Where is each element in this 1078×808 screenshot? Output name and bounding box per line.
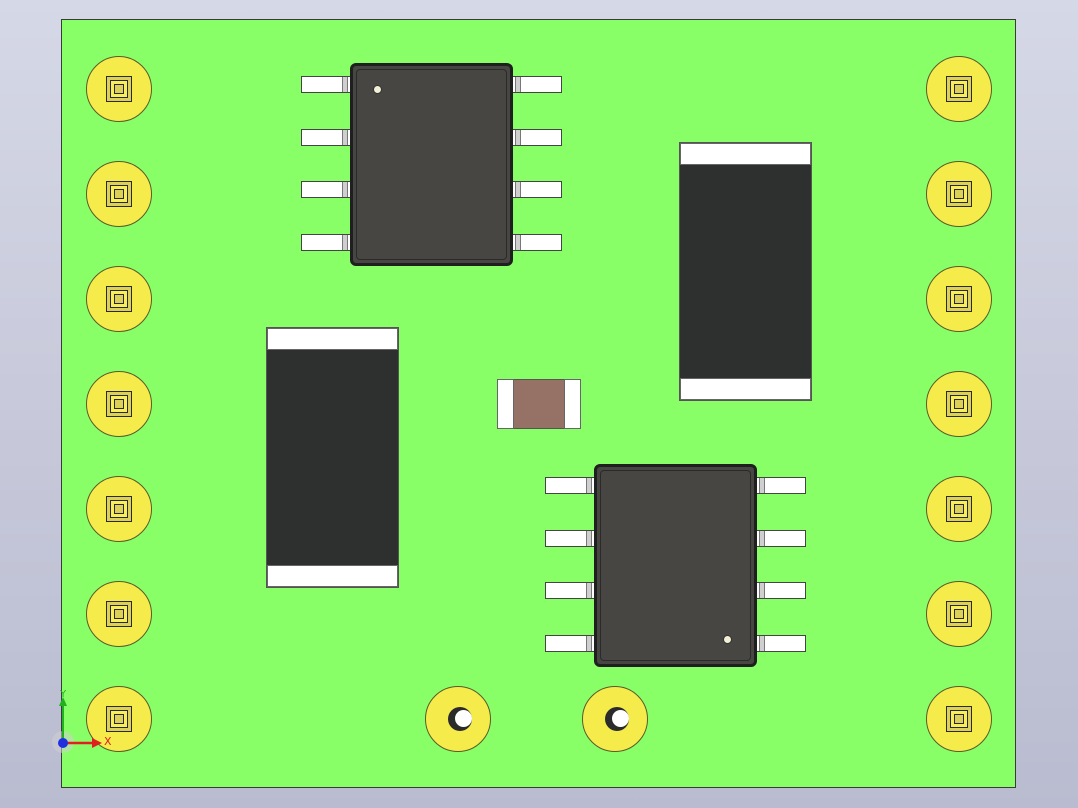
ic-lead	[545, 477, 597, 494]
pad-square	[106, 181, 132, 207]
smd-pad[interactable]	[86, 161, 152, 227]
ic-lead	[545, 530, 597, 547]
ic-lead	[754, 477, 806, 494]
ic-lead	[754, 530, 806, 547]
capacitor-terminal	[497, 379, 514, 429]
x-axis-label: X	[104, 735, 112, 748]
chip-resistor-left[interactable]	[266, 327, 399, 588]
view-triad: X Y	[52, 689, 112, 753]
ic-lead	[301, 181, 353, 198]
pad-square	[946, 286, 972, 312]
pad-square	[106, 76, 132, 102]
ic-lead	[545, 582, 597, 599]
ic-soic8-top[interactable]	[350, 63, 513, 266]
ic-lead	[754, 582, 806, 599]
pad-square	[106, 601, 132, 627]
smd-pad[interactable]	[926, 56, 992, 122]
resistor-terminal	[267, 328, 398, 350]
ic-soic8-bottom[interactable]	[594, 464, 757, 667]
capacitor-terminal	[564, 379, 581, 429]
smd-pad[interactable]	[926, 161, 992, 227]
ic-lead	[301, 234, 353, 251]
chip-resistor-right[interactable]	[679, 142, 812, 401]
ic-lead	[510, 129, 562, 146]
y-arrow-icon	[59, 697, 67, 706]
resistor-terminal	[267, 565, 398, 587]
ic-lead	[754, 635, 806, 652]
ic-lead	[510, 76, 562, 93]
ic-lead	[510, 234, 562, 251]
pad-square	[106, 286, 132, 312]
pad-square	[106, 391, 132, 417]
smd-pad[interactable]	[926, 581, 992, 647]
smd-pad[interactable]	[926, 686, 992, 752]
pad-square	[946, 706, 972, 732]
resistor-terminal	[680, 378, 811, 400]
ic-lead	[545, 635, 597, 652]
pad-square	[946, 496, 972, 522]
ic-lead	[301, 129, 353, 146]
z-axis-icon	[58, 738, 68, 748]
through-hole-pad[interactable]	[582, 686, 648, 752]
ic-lead	[510, 181, 562, 198]
x-arrow-icon	[92, 738, 102, 748]
smd-pad[interactable]	[926, 371, 992, 437]
pad-square	[946, 601, 972, 627]
resistor-terminal	[680, 143, 811, 165]
smd-pad[interactable]	[926, 266, 992, 332]
through-hole-pad[interactable]	[425, 686, 491, 752]
ic-lead	[301, 76, 353, 93]
smd-pad[interactable]	[86, 476, 152, 542]
smd-pad[interactable]	[86, 56, 152, 122]
drill-hole	[448, 707, 472, 731]
drill-hole	[605, 707, 629, 731]
smd-pad[interactable]	[926, 476, 992, 542]
smd-pad[interactable]	[86, 581, 152, 647]
pin1-marker	[723, 635, 732, 644]
pad-square	[946, 391, 972, 417]
pad-square	[946, 181, 972, 207]
smd-pad[interactable]	[86, 371, 152, 437]
pad-square	[946, 76, 972, 102]
smd-pad[interactable]	[86, 266, 152, 332]
y-axis-label: Y	[59, 689, 67, 700]
pad-square	[106, 706, 132, 732]
chip-capacitor[interactable]	[497, 379, 581, 429]
pin1-marker	[373, 85, 382, 94]
pad-square	[106, 496, 132, 522]
